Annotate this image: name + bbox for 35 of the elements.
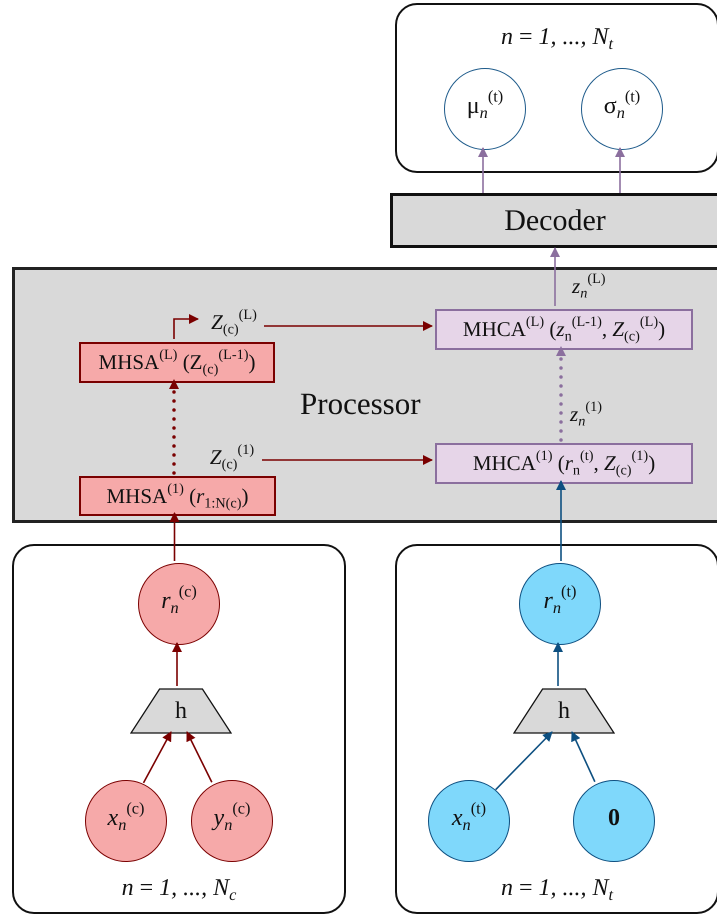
module-box — [435, 443, 693, 484]
math-label: n = 1, ..., N$_{c}$ — [122, 876, 236, 900]
encoder-trapezoid — [513, 688, 615, 734]
arrow — [186, 731, 213, 783]
panel-title: Processor — [300, 388, 421, 419]
module-box — [390, 193, 717, 248]
arrow — [553, 642, 563, 686]
arrow — [142, 731, 172, 784]
arrow — [264, 321, 433, 331]
math-label: h — [558, 699, 570, 723]
plate-frame — [395, 3, 717, 173]
arrow — [550, 247, 560, 306]
arrow — [172, 642, 182, 686]
module-box — [435, 309, 693, 350]
module-box — [79, 476, 276, 516]
arrow — [173, 314, 199, 339]
arrow — [262, 455, 433, 465]
math-label: 0 — [608, 806, 620, 830]
arrow — [495, 731, 553, 790]
module-box — [79, 342, 275, 383]
encoder-trapezoid — [130, 688, 232, 734]
arrow — [571, 731, 596, 782]
arrow — [478, 147, 488, 193]
arrow — [615, 147, 625, 193]
math-label: n = 1, ..., N$_{t}$ — [500, 876, 614, 900]
arrow — [556, 480, 566, 561]
arrow — [170, 512, 180, 561]
math-label: n = 1, ..., N$_{t}$ — [500, 25, 614, 49]
plate-frame — [12, 544, 346, 914]
math-label: h — [175, 699, 187, 723]
dotted-arrow — [169, 378, 179, 475]
dotted-arrow — [556, 345, 566, 442]
plate-frame — [395, 544, 717, 914]
math-label: Decoder — [504, 206, 606, 236]
processor-panel — [12, 267, 717, 523]
